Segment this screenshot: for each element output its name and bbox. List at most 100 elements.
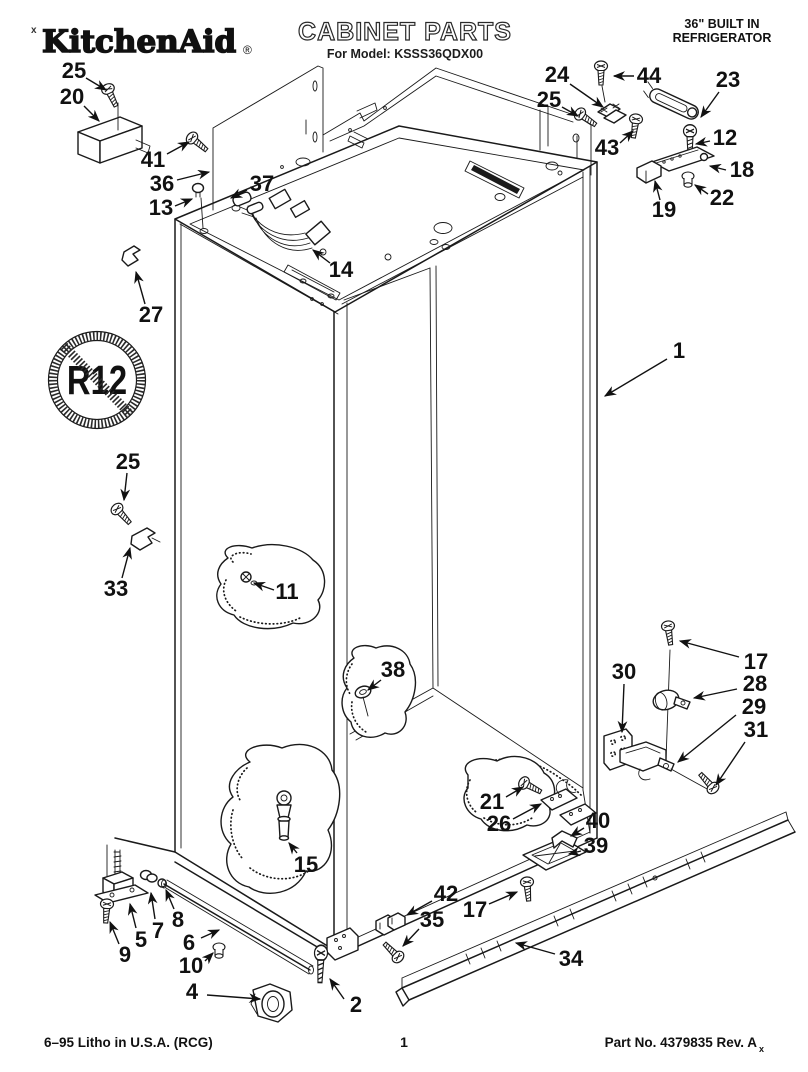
roller-pin-7: [139, 869, 158, 883]
screw-44: [593, 60, 609, 86]
wire-harness: [231, 188, 331, 251]
svg-text:13: 13: [149, 195, 173, 220]
callout-11: 11: [252, 579, 299, 604]
callout-6: 6: [183, 929, 221, 955]
screw-25-topright: [571, 105, 600, 131]
hinge-plate-18: [651, 146, 715, 172]
hinge-bracket-24: [597, 103, 627, 124]
front-roller-4: [250, 983, 293, 1023]
screw-35: [379, 938, 407, 966]
grommet-22: [681, 171, 695, 188]
callout-17-a: 17: [678, 639, 768, 674]
callout-9: 9: [109, 920, 131, 967]
callouts: 25 20 41 36 13 37 14 27 24 44 23 25 43 1…: [60, 58, 768, 1017]
callout-44: 44: [612, 63, 662, 88]
screw-2: [312, 944, 329, 984]
callout-22: 22: [693, 184, 734, 210]
svg-text:31: 31: [744, 717, 768, 742]
svg-text:11: 11: [275, 579, 298, 604]
bottom-hinge-group: [603, 649, 710, 791]
callout-43: 43: [595, 130, 634, 160]
junction-box-20: [77, 102, 151, 164]
corner-bracket-19: [636, 160, 662, 184]
svg-text:8: 8: [172, 907, 184, 932]
callout-25-c: 25: [116, 449, 140, 502]
callout-10: 10: [179, 952, 214, 978]
callout-34: 34: [514, 941, 584, 971]
corner-title-line2: REFRIGERATOR: [673, 31, 772, 45]
svg-text:42: 42: [434, 881, 458, 906]
svg-text:25: 25: [116, 449, 140, 474]
callout-37: 37: [229, 171, 274, 199]
callout-19: 19: [652, 179, 676, 222]
cross-rail-6: [161, 879, 314, 975]
callout-15: 15: [288, 842, 318, 877]
svg-text:43: 43: [595, 135, 619, 160]
svg-text:17: 17: [463, 897, 487, 922]
svg-text:25: 25: [537, 87, 561, 112]
svg-text:27: 27: [139, 302, 163, 327]
callout-20: 20: [60, 84, 100, 122]
cabinet-outline: [114, 125, 598, 958]
svg-text:2: 2: [350, 992, 362, 1017]
svg-text:29: 29: [742, 694, 766, 719]
svg-text:4: 4: [186, 979, 199, 1004]
callout-24: 24: [545, 62, 605, 108]
svg-text:6: 6: [183, 930, 195, 955]
callout-39: 39: [567, 833, 608, 858]
insulation-patch-38: [341, 644, 417, 738]
model-line: For Model: KSSS36QDX00: [327, 47, 483, 61]
svg-text:15: 15: [294, 852, 318, 877]
screw-25-topleft: [99, 81, 123, 110]
svg-text:23: 23: [716, 67, 740, 92]
callout-21: 21: [480, 786, 525, 814]
svg-text:22: 22: [710, 185, 734, 210]
callout-17-b: 17: [463, 891, 519, 922]
svg-text:30: 30: [612, 659, 636, 684]
callout-5: 5: [127, 902, 147, 952]
corner-title-line1: 36" BUILT IN: [684, 17, 759, 31]
callout-27: 27: [134, 270, 163, 327]
svg-text:39: 39: [584, 833, 608, 858]
svg-text:38: 38: [381, 657, 405, 682]
callout-7: 7: [147, 891, 164, 943]
callout-40: 40: [569, 808, 610, 837]
scan-artifact-mark: x: [31, 25, 37, 36]
footer-litho-note: 6–95 Litho in U.S.A. (RCG): [44, 1035, 213, 1050]
callout-8: 8: [165, 888, 184, 932]
svg-text:25: 25: [62, 58, 86, 83]
callout-12: 12: [694, 125, 737, 150]
screw-9: [98, 897, 115, 925]
callout-25-a: 25: [62, 58, 108, 91]
svg-text:18: 18: [730, 157, 754, 182]
callout-2: 2: [329, 977, 362, 1017]
page-title: CABINET PARTS: [298, 18, 512, 46]
callout-41: 41: [141, 141, 191, 172]
svg-text:24: 24: [545, 62, 570, 87]
svg-text:41: 41: [141, 147, 165, 172]
svg-text:40: 40: [586, 808, 610, 833]
insulation-patch-11: [216, 543, 326, 630]
svg-text:10: 10: [179, 953, 203, 978]
top-face-details: [280, 128, 563, 306]
insulation-patch-15: [220, 743, 341, 894]
svg-text:21: 21: [480, 789, 504, 814]
screw-17-lower: [519, 875, 536, 903]
svg-text:19: 19: [652, 197, 676, 222]
footer-part-number: Part No. 4379835 Rev. A: [605, 1035, 758, 1050]
brand-logo: KitchenAid: [42, 24, 236, 60]
svg-text:7: 7: [152, 918, 164, 943]
coupler-42: [375, 912, 406, 936]
svg-text:33: 33: [104, 576, 128, 601]
plug-button-13: [191, 182, 209, 234]
svg-text:34: 34: [559, 946, 584, 971]
callout-25-b: 25: [537, 87, 580, 117]
svg-text:28: 28: [743, 671, 767, 696]
door-closer-cam-23: [643, 81, 699, 120]
callout-14: 14: [312, 249, 354, 282]
svg-text:20: 20: [60, 84, 84, 109]
bottom-rail-34: [395, 811, 796, 1007]
front-corner-bracket: [326, 927, 359, 961]
callout-23: 23: [700, 67, 740, 118]
